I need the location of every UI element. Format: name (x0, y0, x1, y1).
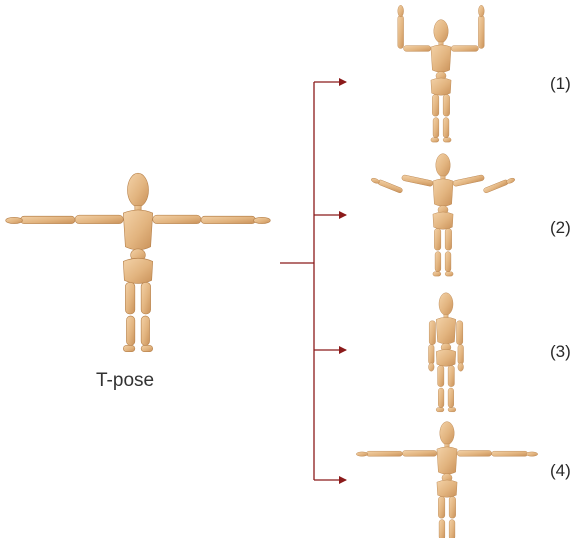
pose-2-mannequin-figure (371, 154, 516, 276)
pose-label-1: (1) (550, 74, 571, 94)
pose-4-mannequin-figure (356, 422, 537, 538)
pose-3-mannequin-figure (429, 293, 464, 412)
tpose-label: T-pose (96, 370, 154, 392)
pose-label-2: (2) (550, 218, 571, 238)
connector-arrows (280, 82, 346, 480)
pose-label-4: (4) (550, 461, 571, 481)
tpose-mannequin-figure (6, 173, 271, 351)
pose-label-3: (3) (550, 342, 571, 362)
pose-1-mannequin-figure (398, 5, 484, 142)
